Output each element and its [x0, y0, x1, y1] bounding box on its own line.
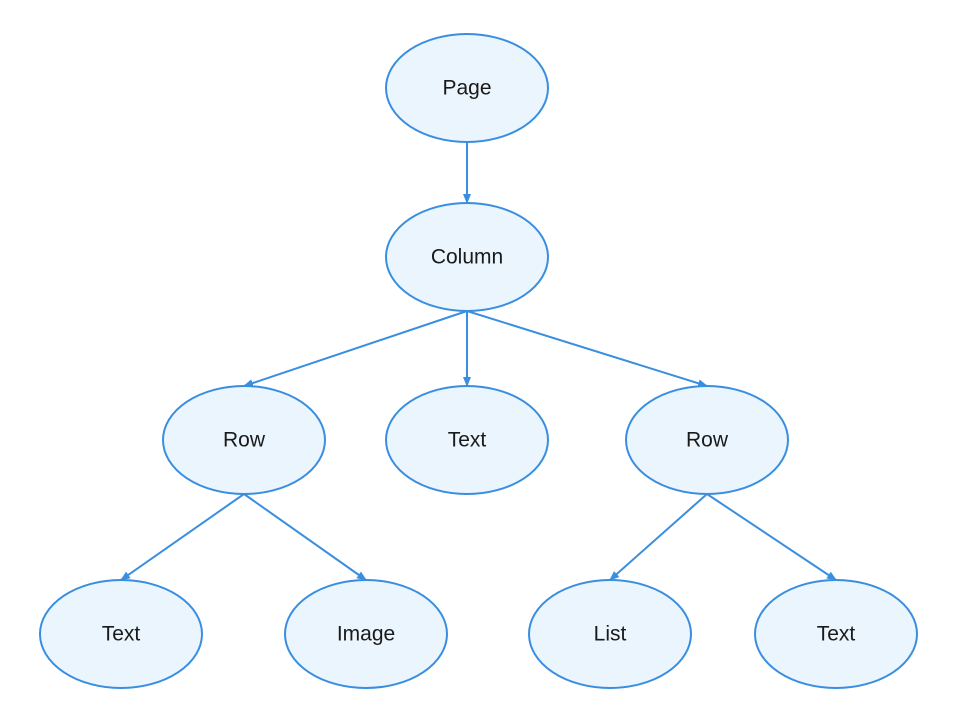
edge-row-left-to-text-leaf-1 — [120, 493, 245, 581]
node-label-text-middle: Text — [448, 429, 487, 452]
node-label-image-leaf: Image — [337, 623, 395, 646]
node-row-right: Row — [625, 385, 789, 495]
node-label-row-left: Row — [223, 429, 266, 452]
edges-layer — [120, 142, 837, 581]
edge-row-left-to-image-leaf — [243, 493, 367, 581]
node-ellipse-row-right — [625, 385, 789, 495]
node-ellipse-list-leaf — [528, 579, 692, 689]
node-ellipse-row-left — [162, 385, 326, 495]
node-label-row-right: Row — [686, 429, 729, 452]
node-label-page: Page — [442, 77, 491, 100]
node-list-leaf: List — [528, 579, 692, 689]
node-text-leaf-1: Text — [39, 579, 203, 689]
node-page: Page — [385, 33, 549, 143]
edge-column-to-row-right — [466, 310, 708, 388]
node-ellipse-text-leaf-2 — [754, 579, 918, 689]
node-image-leaf: Image — [284, 579, 448, 689]
node-ellipse-column — [385, 202, 549, 312]
node-text-leaf-2: Text — [754, 579, 918, 689]
edge-row-right-to-list-leaf — [609, 493, 708, 581]
node-ellipse-image-leaf — [284, 579, 448, 689]
edge-column-to-row-left — [243, 310, 468, 387]
node-ellipse-page — [385, 33, 549, 143]
node-text-middle: Text — [385, 385, 549, 495]
node-row-left: Row — [162, 385, 326, 495]
node-column: Column — [385, 202, 549, 312]
node-label-column: Column — [431, 246, 503, 269]
node-ellipse-text-leaf-1 — [39, 579, 203, 689]
node-label-text-leaf-2: Text — [817, 623, 856, 646]
node-label-list-leaf: List — [594, 623, 627, 646]
node-label-text-leaf-1: Text — [102, 623, 141, 646]
edge-row-right-to-text-leaf-2 — [706, 493, 837, 581]
node-ellipse-text-middle — [385, 385, 549, 495]
